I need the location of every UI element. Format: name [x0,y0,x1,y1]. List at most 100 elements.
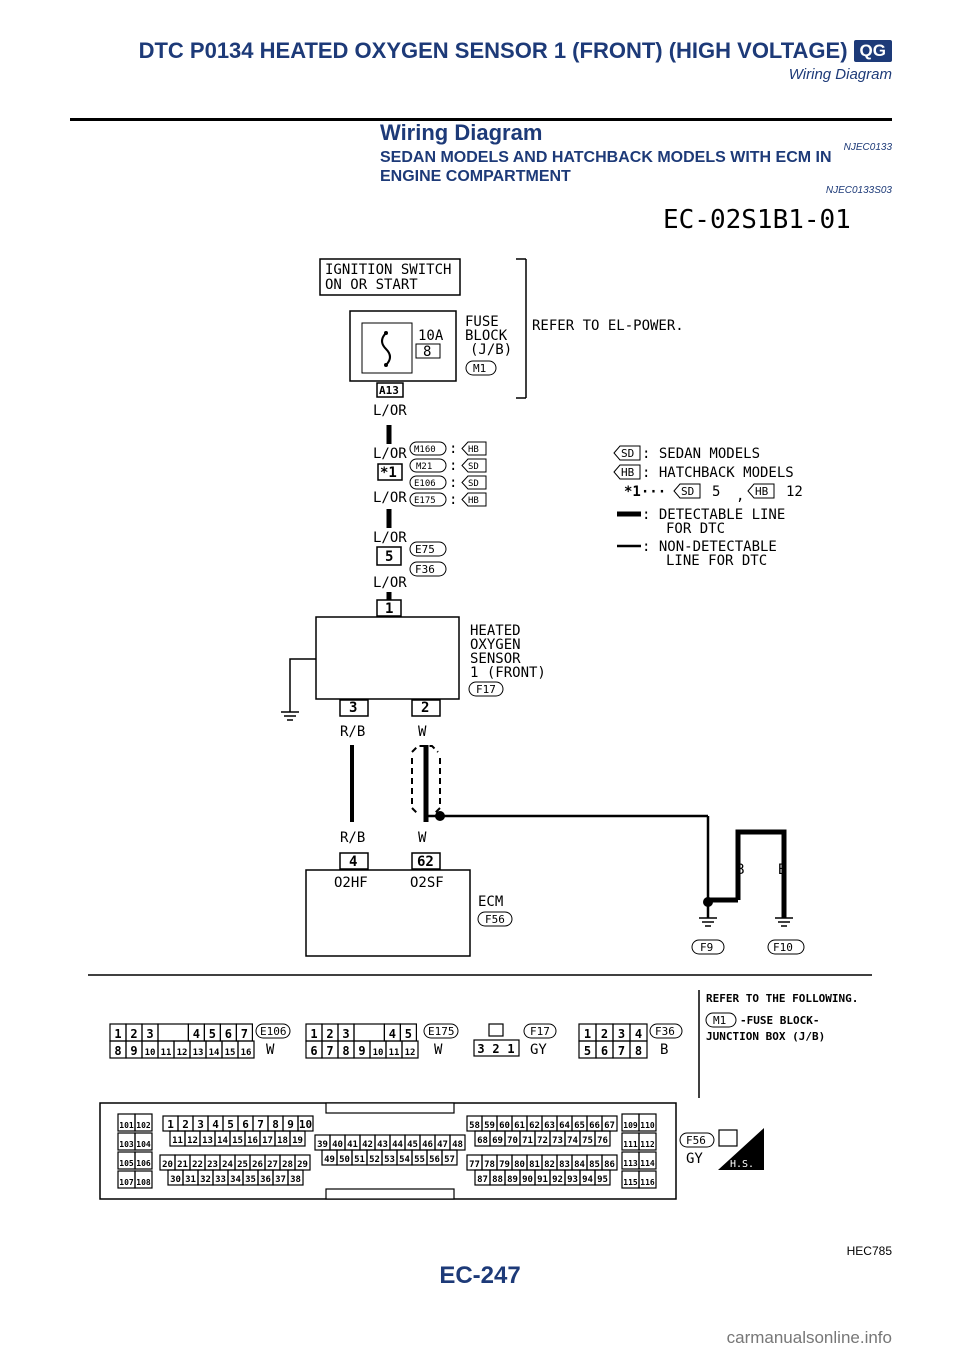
ecm-pin-90: 90 [519,1169,536,1186]
page-number: EC-247 [439,1262,521,1289]
svg-text:71: 71 [522,1136,533,1146]
fuse-inner [361,322,413,374]
ecm-pin-76: 76 [594,1130,611,1147]
ecm-name: ECM [478,894,503,910]
e106-pin-13: 13 [189,1040,207,1059]
ecm-pin-116: 116 [638,1170,657,1189]
ecm-pin-38: 38 [287,1169,304,1186]
ecm-key-bottom [325,1188,455,1200]
svg-text:109: 109 [623,1121,638,1130]
legend-sd-tag [613,445,641,461]
e175-pin-8: 8 [337,1040,355,1059]
svg-text:94: 94 [582,1175,593,1185]
svg-text:49: 49 [324,1155,335,1165]
svg-text:52: 52 [369,1155,380,1165]
svg-text:21: 21 [177,1160,188,1170]
legend: SD : SEDAN MODELS HB : HATCHBACK MODELS … [613,445,803,569]
ecm-pin-34: 34 [227,1169,244,1186]
e106-pin-15: 15 [221,1040,239,1059]
connector-e175-id: E175 [428,1025,455,1038]
ecm-pin-47: 47 [434,1134,451,1151]
ecm-pin-77: 77 [466,1154,483,1171]
legend-hb: HB [621,466,635,479]
svg-text:47: 47 [437,1140,448,1150]
e175-pin-11: 11 [385,1040,403,1059]
ecm-pin-95: 95 [594,1169,611,1186]
hs-connector-icon [718,1129,738,1147]
svg-text:4: 4 [193,1027,200,1041]
legend-hb-text: : HATCHBACK MODELS [642,465,794,481]
fuse-node-bottom [384,363,388,367]
ecm-pin-7: 7 [252,1115,269,1132]
svg-text:51: 51 [354,1155,365,1165]
svg-text:1: 1 [167,1118,174,1131]
svg-text:102: 102 [136,1121,151,1130]
wire-rb-top: R/B [340,724,365,740]
ecm-pin-87: 87 [474,1169,491,1186]
svg-text:23: 23 [207,1160,218,1170]
sensor-name-3: SENSOR [470,651,521,667]
svg-text:12: 12 [405,1048,416,1058]
ecm-pin-74: 74 [564,1130,581,1147]
svg-text:70: 70 [507,1136,518,1146]
shield-wire [411,745,441,814]
joint-conn-4-badge [409,492,447,507]
e106-pin-14: 14 [205,1040,223,1059]
svg-text:84: 84 [574,1160,585,1170]
svg-text:72: 72 [537,1136,548,1146]
svg-text:4: 4 [389,1027,396,1041]
ecm-pin-4: 4 [207,1115,224,1132]
svg-text:7: 7 [241,1027,248,1041]
ecm-pin-4: 4 [349,854,357,870]
f36-pin-8: 8 [629,1040,648,1059]
e175-pin-10: 10 [369,1040,387,1059]
svg-text:9: 9 [130,1044,137,1058]
svg-text:81: 81 [529,1160,540,1170]
svg-text:13: 13 [202,1136,213,1146]
joint-colon-2: : [449,458,457,474]
fuse-connector: M1 [473,362,486,375]
svg-text:2: 2 [601,1027,608,1041]
sensor-ground-wire [289,658,316,712]
f36-pin-3: 3 [612,1023,631,1042]
joint-mark: *1 [380,465,397,481]
svg-text:115: 115 [623,1178,638,1187]
joint-conn-1-badge [409,441,447,456]
wire-color-1: L/OR [373,403,407,419]
svg-text:92: 92 [552,1175,563,1185]
ecm-pin-31: 31 [182,1169,199,1186]
svg-text:40: 40 [332,1140,343,1150]
legend-star-sd-val: 5 [712,484,720,500]
ecm-pin-8: 8 [267,1115,284,1132]
ecm-pin-84: 84 [571,1154,588,1171]
svg-text:38: 38 [290,1175,301,1185]
svg-text:14: 14 [217,1136,228,1146]
connector-f17-badge [523,1023,557,1039]
svg-text:5: 5 [227,1118,234,1131]
connector-f17-pin-1: 1 [507,1042,514,1056]
ecm-pin-60: 60 [496,1115,513,1132]
svg-text:89: 89 [507,1175,518,1185]
ecm-pin-39: 39 [314,1134,331,1151]
wire-b-2: B [778,862,786,878]
joint-model-3: SD [468,479,479,489]
svg-text:5: 5 [584,1044,591,1058]
ecm-pin-114: 114 [638,1151,657,1170]
svg-text:59: 59 [484,1121,495,1131]
ecm-pin-103: 103 [117,1132,136,1151]
svg-text:113: 113 [623,1159,638,1168]
ecm-pin-75: 75 [579,1130,596,1147]
svg-text:2: 2 [326,1027,333,1041]
connector-f36-id: F36 [655,1025,675,1038]
ecm-pin-57: 57 [441,1149,458,1166]
ecm-pin-5: 5 [222,1115,239,1132]
ecm-pin-73: 73 [549,1130,566,1147]
legend-star-hb-val: 12 [786,484,803,500]
connector-e106-badge [255,1023,291,1039]
connector-f17-color: GY [530,1042,547,1058]
ecm-pin-45: 45 [404,1134,421,1151]
svg-text:68: 68 [477,1136,488,1146]
ecm-pin-93: 93 [564,1169,581,1186]
svg-text:26: 26 [252,1160,263,1170]
